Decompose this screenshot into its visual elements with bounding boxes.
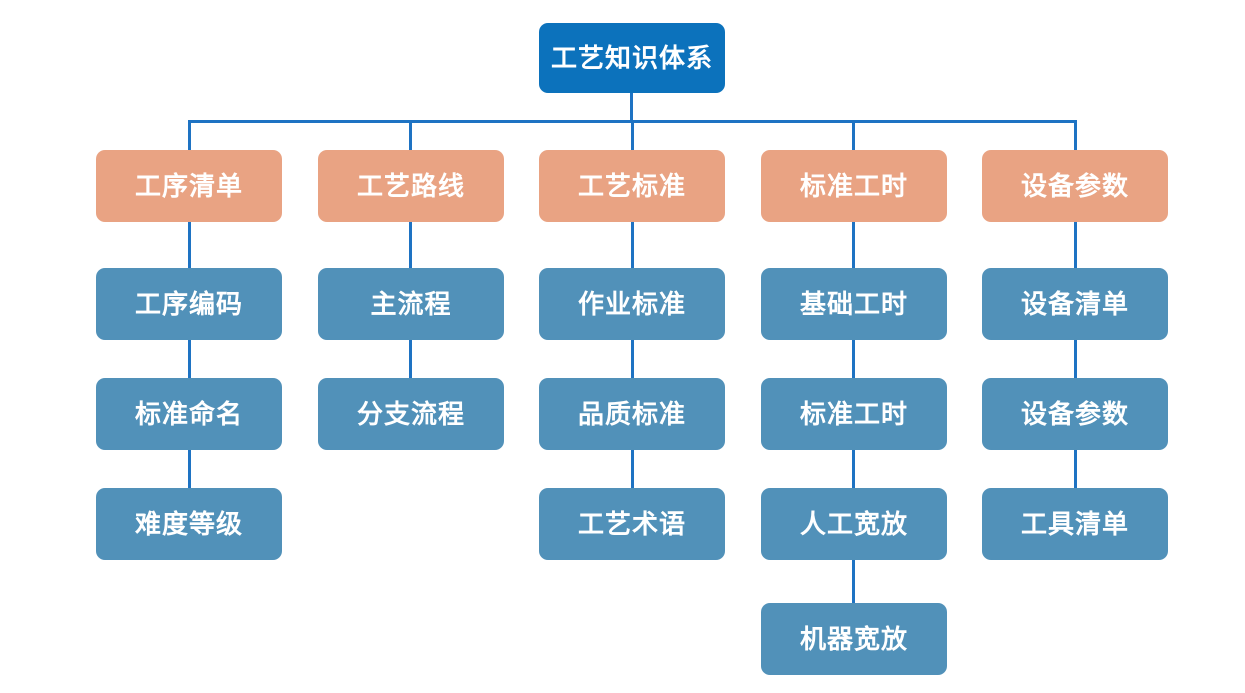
col1-child-node: 难度等级 <box>96 488 282 560</box>
connector-col5-seg2 <box>1074 340 1077 378</box>
col2-header-node: 工艺路线 <box>318 150 504 222</box>
connector-col5-seg1 <box>1074 222 1077 268</box>
connector-col1-seg3 <box>188 450 191 488</box>
col5-child-node: 设备参数 <box>982 378 1168 450</box>
col5-header-node: 设备参数 <box>982 150 1168 222</box>
col3-child-node: 工艺术语 <box>539 488 725 560</box>
col3-header-node: 工艺标准 <box>539 150 725 222</box>
connector-drop-col-4 <box>852 120 855 150</box>
connector-col1-seg1 <box>188 222 191 268</box>
col4-header-node: 标准工时 <box>761 150 947 222</box>
connector-root-stem <box>630 93 633 123</box>
col4-child-node: 人工宽放 <box>761 488 947 560</box>
connector-drop-col-1 <box>188 120 191 150</box>
connector-col1-seg2 <box>188 340 191 378</box>
col2-child-node: 主流程 <box>318 268 504 340</box>
connector-col4-seg3 <box>852 450 855 488</box>
connector-col2-seg1 <box>409 222 412 268</box>
connector-col3-seg1 <box>631 222 634 268</box>
col3-child-node: 品质标准 <box>539 378 725 450</box>
connector-col4-seg2 <box>852 340 855 378</box>
col5-child-node: 工具清单 <box>982 488 1168 560</box>
connector-col3-seg2 <box>631 340 634 378</box>
connector-drop-col-3 <box>631 120 634 150</box>
connector-drop-col-5 <box>1074 120 1077 150</box>
col1-header-node: 工序清单 <box>96 150 282 222</box>
col3-child-node: 作业标准 <box>539 268 725 340</box>
connector-col4-seg4 <box>852 560 855 603</box>
connector-col4-seg1 <box>852 222 855 268</box>
col4-child-node: 标准工时 <box>761 378 947 450</box>
connector-col3-seg3 <box>631 450 634 488</box>
col1-child-node: 标准命名 <box>96 378 282 450</box>
col4-child-node: 机器宽放 <box>761 603 947 675</box>
col2-child-node: 分支流程 <box>318 378 504 450</box>
connector-col5-seg3 <box>1074 450 1077 488</box>
col1-child-node: 工序编码 <box>96 268 282 340</box>
col4-child-node: 基础工时 <box>761 268 947 340</box>
connector-drop-col-2 <box>409 120 412 150</box>
connector-col2-seg2 <box>409 340 412 378</box>
root-node: 工艺知识体系 <box>539 23 725 93</box>
col5-child-node: 设备清单 <box>982 268 1168 340</box>
